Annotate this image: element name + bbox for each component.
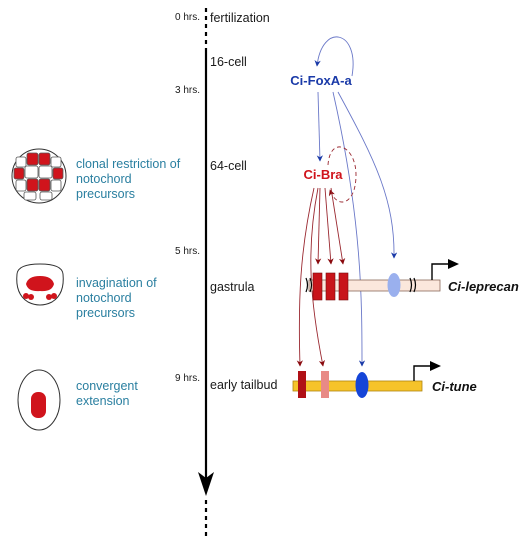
- tune-tss-arrowhead: [430, 361, 441, 371]
- event-convergent-extension: convergent extension: [76, 379, 141, 408]
- stage-early-tailbud: early tailbud: [210, 378, 277, 392]
- tune-foxa-site: [355, 372, 369, 398]
- leprecan-break-left: [305, 277, 313, 293]
- leprecan-bra-site-3: [338, 272, 349, 301]
- tune-bra-site-1: [298, 371, 306, 398]
- embryo-tailbud: [17, 369, 61, 431]
- embryo-gastrula: [16, 263, 64, 306]
- bra-to-tune-site-2: [310, 187, 325, 367]
- timeline: 0 hrs. 3 hrs. 5 hrs. 9 hrs. fertilizatio…: [175, 8, 277, 536]
- leprecan-bra-site-1: [312, 272, 323, 301]
- event-clonal-restriction: clonal restriction of notochord precurso…: [76, 157, 184, 201]
- stage-fertilization: fertilization: [210, 11, 270, 25]
- foxa-autoregulation-arrow: [314, 36, 354, 77]
- stage-16-cell: 16-cell: [210, 55, 247, 69]
- target-ci-tune: Ci-tune: [432, 379, 477, 394]
- leprecan-tss-arrow: [431, 263, 450, 280]
- tune-tss-arrow: [413, 365, 432, 381]
- bra-to-leprecan-site-1: [315, 187, 322, 265]
- event-invagination: invagination of notochord precursors: [76, 276, 160, 320]
- leprecan-tss-arrowhead: [448, 259, 459, 269]
- foxa-to-tune-arrow: [332, 91, 366, 367]
- time-label-9: 9 hrs.: [175, 373, 200, 384]
- target-ci-leprecan: Ci-leprecan: [448, 279, 519, 294]
- leprecan-locus: Ci-leprecan: [305, 259, 519, 301]
- timeline-arrowhead: [198, 472, 214, 496]
- leprecan-foxa-site: [387, 273, 401, 297]
- bra-arrows: [296, 146, 357, 367]
- embryo-64-cell: [11, 148, 67, 204]
- foxa-arrows: [314, 36, 398, 367]
- time-label-3: 3 hrs.: [175, 85, 200, 96]
- bra-to-tune-site-1: [296, 187, 315, 367]
- tune-bra-site-2: [321, 371, 329, 398]
- leprecan-gene-bar: [308, 279, 441, 292]
- tune-locus: Ci-tune: [292, 361, 477, 398]
- regulator-ci-foxa-a: Ci-FoxA-a: [290, 73, 352, 88]
- foxa-to-bra-arrow: [316, 91, 323, 162]
- time-label-0: 0 hrs.: [175, 12, 200, 23]
- leprecan-break-right: [409, 277, 417, 293]
- foxa-to-leprecan-arrow: [337, 91, 398, 259]
- leprecan-bra-site-2: [325, 272, 336, 301]
- bra-to-leprecan-site-2: [324, 187, 334, 265]
- bra-to-leprecan-site-3: [330, 187, 346, 265]
- bra-autoregulation-arrow: [327, 146, 357, 203]
- regulator-ci-bra: Ci-Bra: [303, 167, 343, 182]
- time-label-5: 5 hrs.: [175, 246, 200, 257]
- stage-64-cell: 64-cell: [210, 159, 247, 173]
- stage-gastrula: gastrula: [210, 280, 255, 294]
